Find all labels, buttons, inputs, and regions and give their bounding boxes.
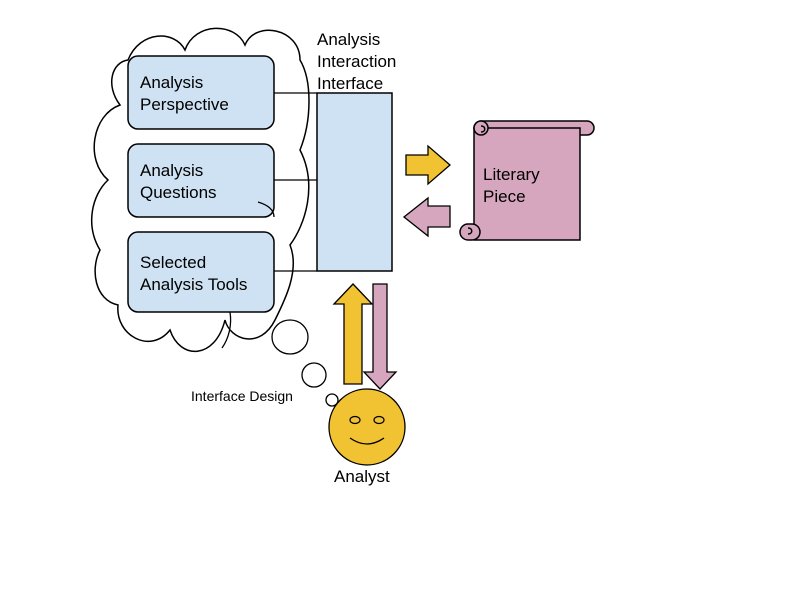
literary-piece-line-1: Literary xyxy=(483,165,540,184)
analysis-questions-line-2: Questions xyxy=(140,183,217,202)
interface-label-line-2: Interaction xyxy=(317,52,396,71)
smiley-face-icon xyxy=(328,388,406,466)
arrow-right-icon xyxy=(405,144,451,186)
selected-analysis-tools-line-2: Analysis Tools xyxy=(140,275,247,294)
arrow-down-icon xyxy=(362,283,398,390)
connector-lines xyxy=(274,92,317,272)
analyst-label: Analyst xyxy=(334,467,390,486)
thought-bubble-small xyxy=(325,393,339,407)
analysis-perspective-line-2: Perspective xyxy=(140,95,229,114)
arrow-left-icon xyxy=(402,196,451,238)
thought-bubble-large xyxy=(271,319,309,355)
thought-bubbles xyxy=(271,319,339,407)
literary-piece-line-2: Piece xyxy=(483,187,526,206)
cloud-inner-arcs xyxy=(221,201,275,349)
arrow-up-icon xyxy=(332,283,374,385)
analysis-questions-box: Analysis Questions xyxy=(127,143,275,218)
selected-analysis-tools-box: Selected Analysis Tools xyxy=(127,231,275,313)
scroll-icon xyxy=(459,120,595,241)
analysis-questions-line-1: Analysis xyxy=(140,161,203,180)
analysis-interaction-interface-panel xyxy=(316,92,393,272)
interface-label: Analysis Interaction Interface xyxy=(317,30,396,93)
interface-label-line-3: Interface xyxy=(317,74,383,93)
interface-design-label: Interface Design xyxy=(191,388,293,404)
interface-label-line-1: Analysis xyxy=(317,30,380,49)
analysis-perspective-line-1: Analysis xyxy=(140,73,203,92)
thought-bubble-medium xyxy=(301,362,327,388)
selected-analysis-tools-line-1: Selected xyxy=(140,253,206,272)
analysis-perspective-box: Analysis Perspective xyxy=(127,55,275,130)
